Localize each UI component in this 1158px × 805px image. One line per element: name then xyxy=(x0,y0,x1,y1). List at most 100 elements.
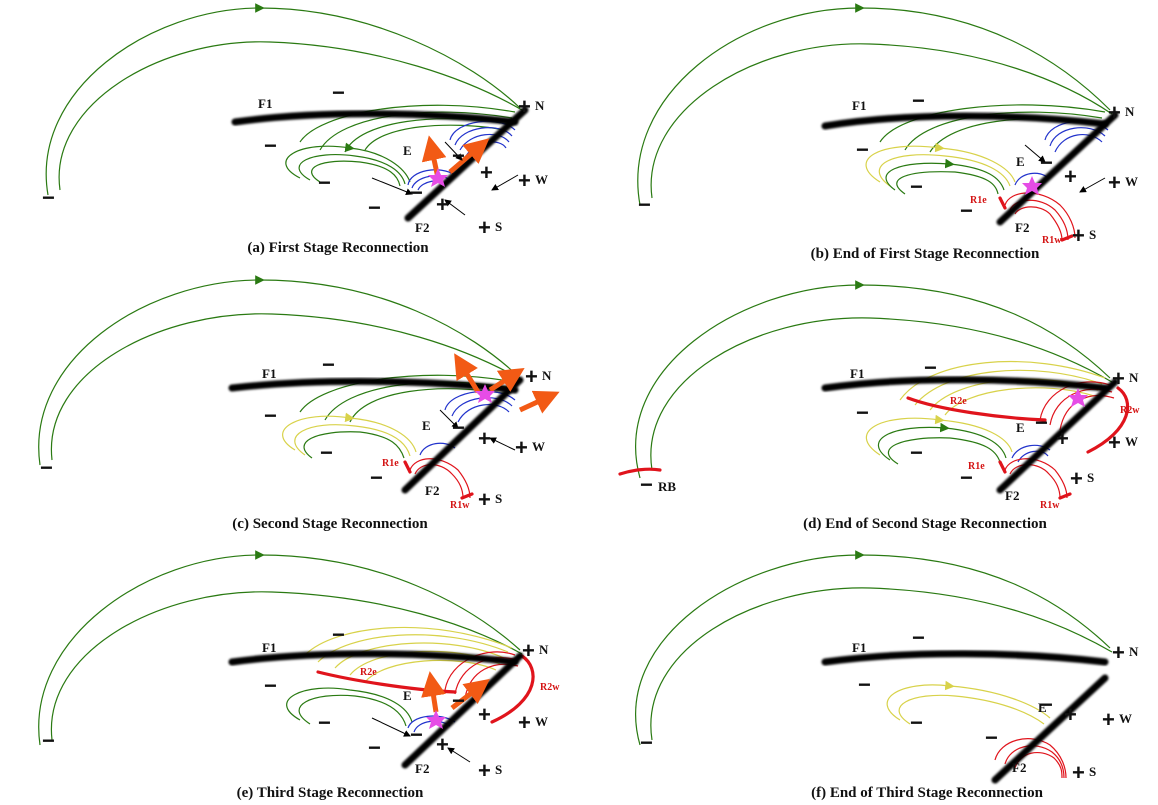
plus-w: + xyxy=(518,710,531,735)
ribbon-r2w xyxy=(490,654,535,724)
label-s: S xyxy=(1089,764,1096,779)
ribbon-r2w xyxy=(1086,386,1130,454)
minus-bottom: − xyxy=(368,195,381,220)
plus-s: + xyxy=(1072,760,1085,785)
plus-s: + xyxy=(478,215,491,240)
caption-d: (d) End of Second Stage Reconnection xyxy=(803,516,1047,532)
label-f1: F1 xyxy=(850,366,864,381)
label-s: S xyxy=(1087,470,1094,485)
label-e: E xyxy=(422,418,431,433)
label-e: E xyxy=(1016,154,1025,169)
reconnection-star xyxy=(1022,176,1042,195)
plus-mid: + xyxy=(478,702,491,727)
reconnected-yellow-loops xyxy=(886,680,1051,725)
plus-s: + xyxy=(478,758,491,783)
reconnection-star xyxy=(475,384,495,403)
filament-f1 xyxy=(821,650,1109,666)
label-f1: F1 xyxy=(258,96,272,111)
label-w: W xyxy=(535,172,548,187)
overlying-field-lines xyxy=(45,3,523,196)
label-r1w: R1w xyxy=(1040,500,1060,511)
label-f1: F1 xyxy=(262,640,276,655)
plus-s: + xyxy=(1070,466,1083,491)
plus-n: + xyxy=(522,638,535,663)
minus-e: − xyxy=(452,143,465,168)
label-s: S xyxy=(495,491,502,506)
minus-e: − xyxy=(452,415,465,440)
label-n: N xyxy=(1129,370,1139,385)
panel-c: F1 F2 E R1e R1w + N + W + S + − − − − − … xyxy=(38,275,560,532)
label-n: N xyxy=(535,98,545,113)
plus-w: + xyxy=(1108,170,1121,195)
plus-n: + xyxy=(1112,640,1125,665)
minus-top: − xyxy=(322,352,335,377)
minus-loop: − xyxy=(320,440,333,465)
label-r1w: R1w xyxy=(1042,235,1062,246)
plus-n: + xyxy=(518,94,531,119)
minus-bottom: − xyxy=(985,725,998,750)
label-r1e: R1e xyxy=(970,195,987,206)
panel-b: F1 F2 E R1e R1w + N + W + S + − − − − − … xyxy=(637,3,1138,262)
plus-n: + xyxy=(525,364,538,389)
label-f1: F1 xyxy=(262,366,276,381)
minus-far: − xyxy=(40,455,53,480)
minus-e: − xyxy=(1040,150,1053,175)
label-f2: F2 xyxy=(415,761,429,776)
filament-f1 xyxy=(231,110,519,126)
ribbon-loops-r1 xyxy=(403,458,474,500)
minus-far: − xyxy=(42,728,55,753)
plus-mid: + xyxy=(1056,426,1069,451)
panel-a: F1 F2 E + N + W + S + + − − − − − − − (a… xyxy=(42,3,548,256)
plus-w: + xyxy=(518,168,531,193)
minus-bottom: − xyxy=(368,735,381,760)
plus-mid: + xyxy=(480,160,493,185)
label-r2e: R2e xyxy=(950,396,967,407)
label-w: W xyxy=(1125,434,1138,449)
filament-f1 xyxy=(821,376,1109,392)
minus-e: − xyxy=(1035,410,1048,435)
minus-far: − xyxy=(638,192,651,217)
plus-mid: + xyxy=(478,426,491,451)
label-e: E xyxy=(1038,700,1047,715)
reconnection-star xyxy=(1068,388,1088,407)
label-n: N xyxy=(542,368,552,383)
plus-n: + xyxy=(1112,366,1125,391)
filament-f2 xyxy=(401,376,524,494)
reconnected-yellow-loops xyxy=(282,412,417,459)
overlying-field-lines xyxy=(38,275,523,466)
minus-left: − xyxy=(856,400,869,425)
minus-loop: − xyxy=(910,710,923,735)
filament-f2 xyxy=(996,378,1119,494)
ribbon-loops-r1 xyxy=(998,192,1076,242)
ribbon-loops-r1 xyxy=(998,458,1072,500)
label-f2: F2 xyxy=(415,220,429,235)
filament-f1 xyxy=(228,650,519,666)
overlying-field-lines xyxy=(637,3,1113,206)
plus-low: + xyxy=(436,732,449,757)
overlying-field-lines xyxy=(38,550,523,746)
minus-top: − xyxy=(332,80,345,105)
label-f2: F2 xyxy=(425,483,439,498)
label-s: S xyxy=(1089,227,1096,242)
minus-left: − xyxy=(264,133,277,158)
label-w: W xyxy=(535,714,548,729)
minus-bottom: − xyxy=(960,198,973,223)
label-r2e: R2e xyxy=(360,667,377,678)
label-w: W xyxy=(1119,711,1132,726)
plus-mid: + xyxy=(1064,702,1077,727)
minus-top: − xyxy=(912,88,925,113)
label-w: W xyxy=(1125,174,1138,189)
minus-loop: − xyxy=(910,440,923,465)
minus-e: − xyxy=(1040,692,1053,717)
caption-a: (a) First Stage Reconnection xyxy=(247,240,429,256)
filament-f2 xyxy=(996,111,1119,226)
filament-f2 xyxy=(404,106,529,222)
overlying-field-lines xyxy=(635,550,1113,746)
panel-f: F1 F2 E + N + W + S + − − − − − − (f) En… xyxy=(635,550,1139,801)
caption-e: (e) Third Stage Reconnection xyxy=(237,785,424,801)
filament-f1 xyxy=(228,377,519,394)
label-r1w: R1w xyxy=(450,500,470,511)
minus-top: − xyxy=(912,625,925,650)
label-n: N xyxy=(1129,644,1139,659)
label-r2w: R2w xyxy=(1120,405,1140,416)
